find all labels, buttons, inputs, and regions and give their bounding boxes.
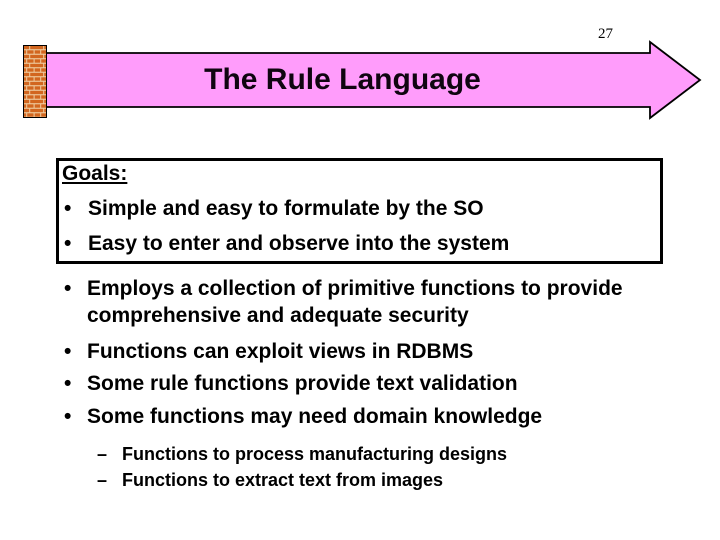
bullet-marker: • xyxy=(64,372,72,395)
arrow-shape xyxy=(34,40,702,120)
bullet-marker: • xyxy=(64,277,72,300)
bullet-text: Simple and easy to formulate by the SO xyxy=(88,197,484,220)
sub-bullet-item: – Functions to extract text from images xyxy=(97,468,657,492)
dash-marker: – xyxy=(97,444,108,464)
dash-marker: – xyxy=(97,470,108,490)
page-number: 27 xyxy=(598,26,613,42)
bullet-text: Functions can exploit views in RDBMS xyxy=(87,340,474,363)
bullet-marker: • xyxy=(64,197,72,220)
title-banner-arrow xyxy=(34,40,702,120)
bullet-item: • Some rule functions provide text valid… xyxy=(64,370,639,397)
bullet-marker: • xyxy=(64,232,72,255)
goals-heading: Goals: xyxy=(62,162,128,185)
bullet-item: • Some functions may need domain knowled… xyxy=(64,403,639,430)
goals-box: Goals: • Simple and easy to formulate by… xyxy=(56,158,663,264)
bullet-text: Easy to enter and observe into the syste… xyxy=(88,232,510,255)
goals-bullet-item: • Easy to enter and observe into the sys… xyxy=(64,232,509,256)
bullet-item: • Functions can exploit views in RDBMS xyxy=(64,338,639,365)
brick-texture-icon xyxy=(23,45,47,118)
bullet-text: Some rule functions provide text validat… xyxy=(87,372,518,395)
goals-bullet-item: • Simple and easy to formulate by the SO xyxy=(64,197,484,221)
bullet-item: • Employs a collection of primitive func… xyxy=(64,275,639,329)
bullet-marker: • xyxy=(64,340,72,363)
sub-bullet-item: – Functions to process manufacturing des… xyxy=(97,442,657,466)
slide-title: The Rule Language xyxy=(204,63,481,96)
sub-bullet-text: Functions to process manufacturing desig… xyxy=(122,444,508,464)
bullet-marker: • xyxy=(64,405,72,428)
sub-bullet-text: Functions to extract text from images xyxy=(122,470,444,490)
bullet-text: Some functions may need domain knowledge xyxy=(87,405,543,428)
bullet-text: Employs a collection of primitive functi… xyxy=(87,277,623,327)
